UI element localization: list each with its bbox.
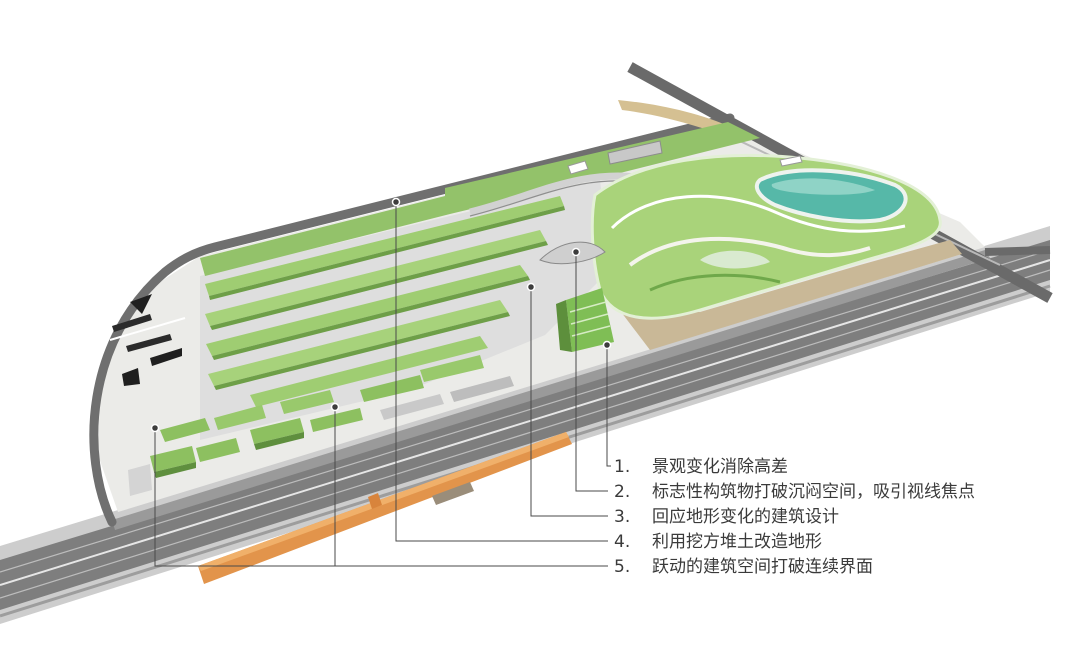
highway-carriageway — [0, 240, 1050, 610]
highway-lane-line — [0, 249, 1051, 573]
leader-line-1 — [606, 345, 611, 467]
linear-building — [198, 432, 572, 584]
green-terrace-edge — [209, 206, 565, 300]
park-swirl — [628, 236, 871, 267]
parking-marker — [126, 334, 172, 352]
annotation-text-2: 标志性构筑物打破沉闷空间，吸引视线焦点 — [652, 482, 975, 502]
parking-marker — [150, 348, 182, 366]
parking-marker — [112, 314, 152, 332]
park-swirl — [649, 273, 781, 292]
landmark-green-cone — [566, 288, 614, 352]
green-terrace — [205, 196, 564, 296]
highway-median — [0, 259, 1051, 586]
south-west-buildings — [128, 355, 514, 496]
service-building — [779, 155, 803, 167]
east-park — [590, 153, 962, 350]
leader-dot-5b — [330, 402, 340, 412]
green-roof-block — [196, 438, 240, 462]
green-terrace — [250, 336, 488, 407]
grey-building — [450, 376, 514, 402]
green-roof-block — [150, 446, 196, 472]
perimeter-road — [89, 113, 735, 527]
block-facade — [254, 432, 304, 450]
leader-dot-4 — [391, 197, 401, 207]
leader-dot-3 — [526, 282, 536, 292]
leader-line-2 — [575, 252, 608, 492]
linear-building-roof — [198, 432, 569, 571]
green-roof-block — [214, 405, 266, 430]
green-roof-block — [160, 418, 210, 442]
service-road — [112, 250, 990, 530]
green-roof-block — [420, 355, 484, 382]
green-terrace — [205, 230, 546, 326]
leader-line-3 — [530, 287, 608, 517]
overpass-bridge — [469, 172, 646, 216]
grey-building — [128, 464, 152, 496]
leader-line-4 — [395, 202, 608, 542]
leader-dot-5a — [150, 423, 160, 433]
green-terrace-edge — [214, 312, 510, 390]
annotation-text-3: 回应地形变化的建筑设计 — [652, 507, 839, 527]
leader-lines — [150, 197, 612, 567]
annotation-number-2: 2. — [614, 482, 630, 502]
annotation-number-4: 4. — [614, 532, 630, 552]
green-roof-block — [360, 375, 424, 402]
block-facade — [154, 462, 196, 478]
service-building — [607, 140, 663, 165]
landmark-structure — [539, 241, 614, 352]
annotation-list: 1. 景观变化消除高差 2. 标志性构筑物打破沉闷空间，吸引视线焦点 3. 回应… — [614, 457, 975, 577]
green-terrace-edge — [212, 276, 530, 360]
annotation-text-4: 利用挖方堆土改造地形 — [652, 532, 822, 552]
west-parking — [109, 294, 186, 386]
green-terrace — [206, 265, 528, 356]
annotation-number-5: 5. — [614, 557, 630, 577]
green-roof-block — [310, 408, 363, 432]
road-connector — [984, 246, 1051, 256]
park-mound — [700, 250, 770, 269]
leader-dot-2 — [571, 247, 581, 257]
linear-building-body — [198, 432, 572, 584]
green-terrace — [208, 300, 508, 386]
green-roof-block — [250, 418, 304, 444]
highway-lane-line — [0, 269, 1051, 599]
leader-line-5a — [154, 428, 608, 567]
parking-marker — [122, 368, 140, 386]
linear-building-annex — [368, 493, 382, 509]
earthwork-area — [612, 240, 962, 350]
annotation-number-1: 1. — [614, 457, 630, 477]
annotation-text-5: 跃动的建筑空间打破连续界面 — [652, 557, 873, 577]
landmark-face — [556, 300, 572, 352]
lake-shallows — [771, 178, 875, 195]
annotation-text-1: 景观变化消除高差 — [652, 457, 788, 477]
green-terrace-edge — [210, 241, 548, 330]
parking-stripe — [109, 317, 186, 341]
service-building — [567, 160, 589, 175]
park-swirl — [610, 194, 906, 233]
annotation-number-3: 3. — [614, 507, 630, 527]
linear-building-annex — [432, 482, 474, 505]
green-roof-block — [280, 390, 334, 414]
leader-dot-1 — [602, 340, 612, 350]
parking-marker — [130, 294, 152, 314]
